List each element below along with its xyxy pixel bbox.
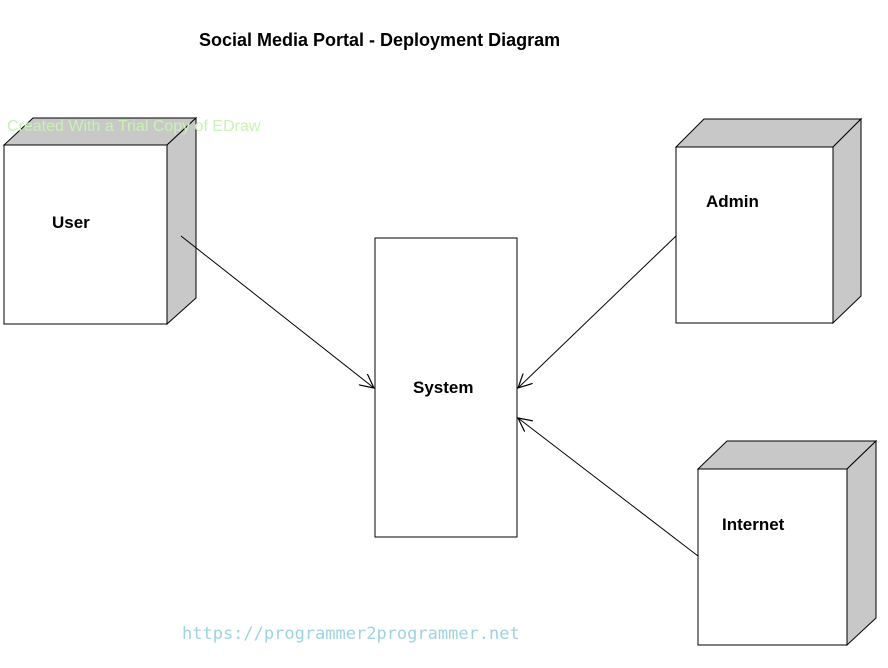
user-node-front-face <box>3 144 168 325</box>
source-url-text: https://programmer2programmer.net <box>182 624 520 644</box>
user-node[interactable]: User <box>2 116 198 326</box>
user-to-system-connector <box>180 235 374 388</box>
admin-to-system-connector <box>518 235 677 388</box>
user-node-label: User <box>52 213 90 232</box>
internet-node-label: Internet <box>722 515 785 534</box>
admin-node[interactable]: Admin <box>674 117 863 325</box>
admin-node-side-face <box>832 117 862 325</box>
internet-node[interactable]: Internet <box>696 439 878 647</box>
internet-to-system-connector <box>518 418 699 557</box>
system-box <box>374 237 518 538</box>
admin-node-label: Admin <box>706 192 759 211</box>
admin-node-front-face <box>675 146 834 324</box>
internet-node-side-face <box>846 439 877 647</box>
system-component[interactable]: System <box>374 237 518 538</box>
system-label: System <box>413 378 473 397</box>
diagram-title: Social Media Portal - Deployment Diagram <box>199 30 561 50</box>
admin-node-top-face <box>674 118 863 148</box>
trial-watermark: Created With a Trial Copy of EDraw <box>7 118 261 135</box>
user-node-side-face <box>166 116 197 326</box>
internet-node-top-face <box>696 440 878 470</box>
internet-node-front-face <box>697 468 848 646</box>
